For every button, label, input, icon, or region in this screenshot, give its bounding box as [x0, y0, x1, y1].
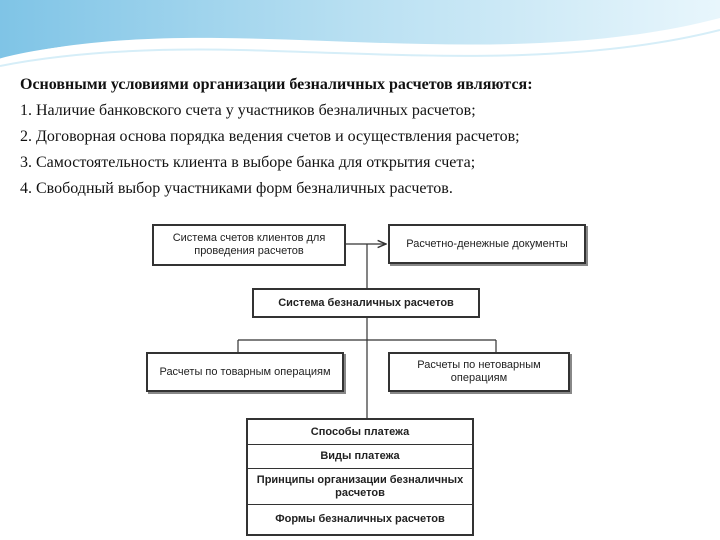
box-nontrade-settlements-label: Расчеты по нетоварным операциям — [396, 359, 562, 385]
box-settlement-documents: Расчетно-денежные документы — [388, 224, 586, 264]
box-trade-settlements: Расчеты по товарным операциям — [146, 352, 344, 392]
box-settlement-documents-label: Расчетно-денежные документы — [406, 238, 568, 251]
payment-elements-stack: Способы платежа Виды платежа Принципы ор… — [246, 418, 474, 536]
box-trade-settlements-label: Расчеты по товарным операциям — [159, 366, 330, 379]
box-cashless-system: Система безналичных расчетов — [252, 288, 480, 318]
stack-cell-principles: Принципы организации безналичных расчето… — [248, 469, 472, 505]
stack-cell-forms: Формы безналичных расчетов — [248, 505, 472, 534]
box-nontrade-settlements: Расчеты по нетоварным операциям — [388, 352, 570, 392]
box-client-accounts-label: Система счетов клиентов для проведения р… — [160, 232, 338, 258]
box-cashless-system-label: Система безналичных расчетов — [278, 297, 454, 310]
stack-cell-payment-methods: Способы платежа — [248, 420, 472, 445]
stack-cell-payment-types: Виды платежа — [248, 445, 472, 469]
box-client-accounts: Система счетов клиентов для проведения р… — [152, 224, 346, 266]
